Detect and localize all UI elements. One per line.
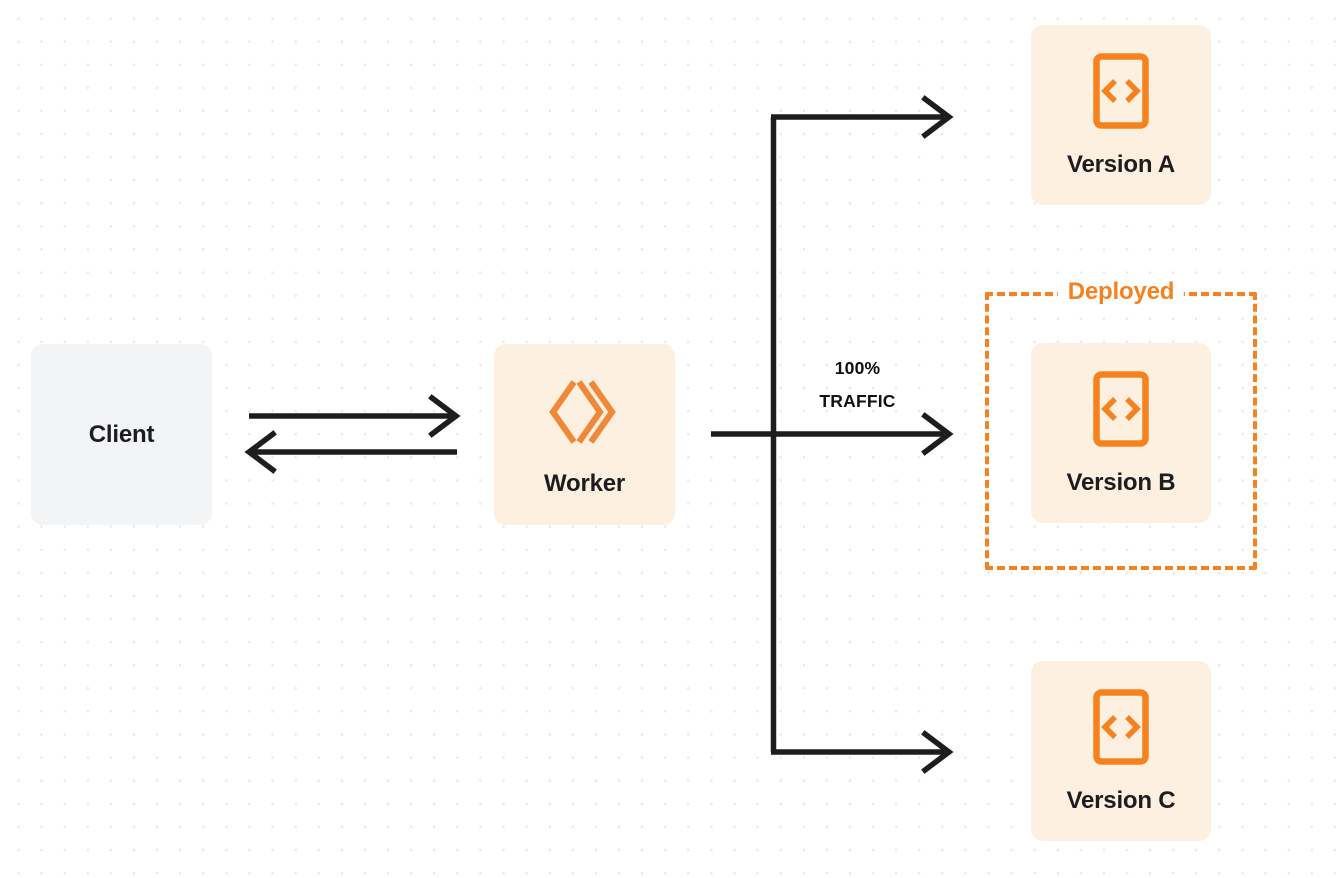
- traffic-caption: TRAFFIC: [819, 391, 896, 412]
- code-file-icon: [1093, 371, 1149, 447]
- code-file-icon: [1093, 689, 1149, 765]
- deployed-group: Deployed: [985, 280, 1257, 570]
- cloudflare-workers-logo-icon: [547, 374, 623, 450]
- code-file-icon: [1093, 53, 1149, 129]
- node-version-b[interactable]: Version B: [1031, 343, 1211, 523]
- deployed-group-label: Deployed: [1057, 280, 1185, 304]
- arrow-worker-to-version-b: [711, 412, 954, 456]
- arrow-client-to-worker: [249, 394, 461, 438]
- arrow-worker-to-version-c: [771, 730, 954, 774]
- node-worker-label: Worker: [543, 469, 626, 497]
- arrow-worker-to-version-a: [771, 95, 954, 139]
- node-version-c[interactable]: Version C: [1031, 661, 1211, 841]
- node-worker[interactable]: Worker: [494, 344, 675, 525]
- node-version-b-label: Version B: [1066, 469, 1176, 496]
- node-client[interactable]: Client: [31, 344, 212, 525]
- traffic-label: 100% TRAFFIC: [790, 352, 925, 419]
- node-client-label: Client: [88, 420, 155, 448]
- traffic-percent: 100%: [834, 358, 881, 378]
- node-version-a[interactable]: Version A: [1031, 25, 1211, 205]
- node-version-a-label: Version A: [1066, 151, 1176, 178]
- node-version-c-label: Version C: [1066, 787, 1176, 814]
- arrow-worker-to-client: [244, 430, 457, 474]
